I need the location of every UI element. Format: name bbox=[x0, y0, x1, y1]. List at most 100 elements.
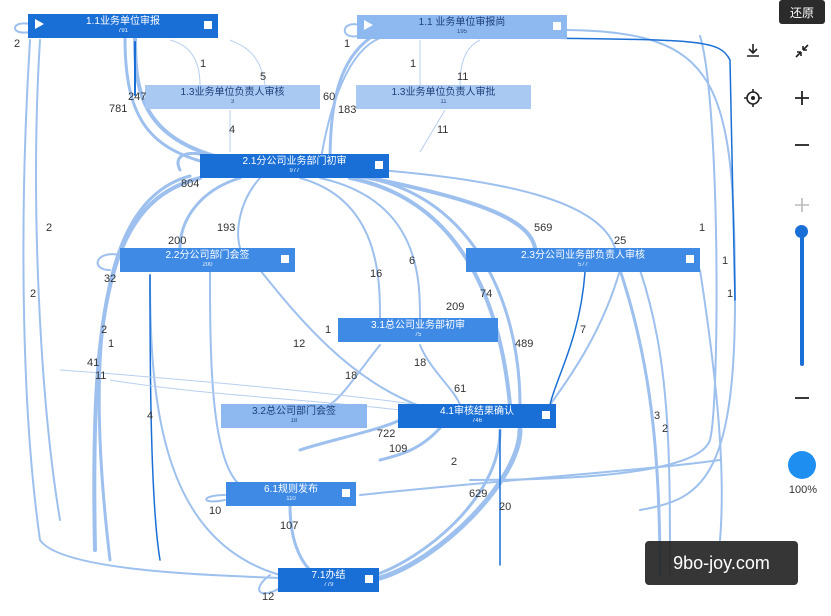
node-count: 18 bbox=[290, 418, 298, 424]
minus-icon bbox=[795, 397, 809, 399]
edge-label: 1 bbox=[410, 58, 417, 70]
node-count: 3 bbox=[230, 99, 235, 105]
locate-button[interactable] bbox=[740, 85, 766, 111]
node-6-1-rule-publish[interactable]: 6.1规则发布 110 bbox=[226, 482, 356, 506]
node-3-1-hq-initial-review[interactable]: 3.1总公司业务部初审 75 bbox=[338, 318, 498, 342]
edge-label: 20 bbox=[499, 501, 512, 513]
edge-label: 247 bbox=[128, 91, 147, 103]
node-label: 2.1分公司业务部门初审 bbox=[242, 156, 347, 167]
edge-label: 107 bbox=[280, 520, 299, 532]
slider-zoom-in-button[interactable] bbox=[789, 192, 815, 218]
node-label: 1.3业务单位负责人审核 bbox=[180, 87, 285, 98]
edge-label: 16 bbox=[370, 268, 383, 280]
edge-label: 2 bbox=[30, 288, 37, 300]
edge-label: 3 bbox=[654, 410, 661, 422]
edge-label: 489 bbox=[515, 338, 534, 350]
node-1-3-unit-head-approve[interactable]: 1.3业务单位负责人审批 11 bbox=[356, 85, 531, 109]
watermark: 9bo-joy.com bbox=[645, 541, 798, 585]
node-2-1-branch-initial-review[interactable]: 2.1分公司业务部门初审 977 bbox=[200, 154, 389, 178]
node-label: 1.3业务单位负责人审批 bbox=[391, 87, 496, 98]
node-square-icon bbox=[375, 161, 383, 169]
node-count: 75 bbox=[414, 332, 422, 338]
edge-label: 804 bbox=[181, 178, 200, 190]
node-1-1-business-report[interactable]: 1.1业务单位审报 791 bbox=[28, 14, 218, 38]
edge-label: 1 bbox=[727, 288, 734, 300]
start-icon bbox=[364, 20, 373, 30]
edge-label: 60 bbox=[323, 91, 336, 103]
edge-label: 11 bbox=[95, 370, 107, 382]
zoom-slider-track[interactable] bbox=[800, 230, 804, 366]
edge-label: 4 bbox=[147, 410, 154, 422]
edge-label: 74 bbox=[480, 288, 493, 300]
node-3-2-hq-countersign[interactable]: 3.2总公司部门会签 18 bbox=[221, 404, 367, 428]
node-count: 977 bbox=[289, 168, 300, 174]
edge-label: 6 bbox=[409, 255, 416, 267]
node-label: 3.2总公司部门会签 bbox=[252, 406, 336, 417]
node-square-icon bbox=[342, 489, 350, 497]
edge-label: 1 bbox=[344, 38, 351, 50]
node-label: 7.1办结 bbox=[311, 570, 346, 581]
edge-label: 1 bbox=[699, 222, 706, 234]
node-count: 779 bbox=[323, 582, 334, 588]
zoom-in-button[interactable] bbox=[789, 85, 815, 111]
node-1-3-unit-head-review[interactable]: 1.3业务单位负责人审核 3 bbox=[145, 85, 320, 109]
node-square-icon bbox=[553, 22, 561, 30]
edge-label: 18 bbox=[414, 357, 427, 369]
edge-label: 569 bbox=[534, 222, 553, 234]
node-square-icon bbox=[542, 411, 550, 419]
edge-label: 61 bbox=[454, 383, 467, 395]
node-square-icon bbox=[365, 575, 373, 583]
node-count: 746 bbox=[471, 418, 482, 424]
edge-label: 1 bbox=[325, 324, 332, 336]
edge-label: 722 bbox=[377, 428, 396, 440]
node-count: 791 bbox=[117, 28, 128, 34]
zoom-out-button[interactable] bbox=[789, 132, 815, 158]
edge-label: 1 bbox=[200, 58, 207, 70]
edge-label: 109 bbox=[389, 443, 408, 455]
restore-tooltip: 还原 bbox=[779, 0, 825, 24]
edge-label: 2 bbox=[14, 38, 21, 50]
node-label: 6.1规则发布 bbox=[264, 484, 318, 495]
node-2-3-branch-head-review[interactable]: 2.3分公司业务部负责人审核 577 bbox=[466, 248, 700, 272]
minus-icon bbox=[795, 144, 809, 146]
restore-button[interactable] bbox=[789, 38, 815, 64]
node-label: 1.1 业务单位审报尚 bbox=[418, 17, 506, 28]
collapse-icon bbox=[795, 44, 809, 58]
node-7-1-completed[interactable]: 7.1办结 779 bbox=[278, 568, 379, 592]
edge-label: 781 bbox=[109, 103, 128, 115]
edge-label: 18 bbox=[345, 370, 358, 382]
node-count: 200 bbox=[202, 262, 213, 268]
node-2-2-branch-countersign[interactable]: 2.2分公司部门会签 200 bbox=[120, 248, 295, 272]
edge-label: 41 bbox=[87, 357, 100, 369]
edge-label: 200 bbox=[168, 235, 187, 247]
zoom-percent: 100% bbox=[788, 484, 818, 496]
edge-label: 5 bbox=[260, 71, 267, 83]
node-label: 1.1业务单位审报 bbox=[86, 16, 160, 27]
edge-label: 11 bbox=[457, 71, 469, 83]
download-button[interactable] bbox=[740, 38, 766, 64]
zoom-slider-handle[interactable] bbox=[795, 225, 808, 238]
node-label: 3.1总公司业务部初审 bbox=[371, 320, 465, 331]
zoom-indicator[interactable] bbox=[788, 451, 816, 479]
edge-label: 2 bbox=[46, 222, 53, 234]
start-icon bbox=[35, 19, 44, 29]
download-icon bbox=[747, 44, 759, 57]
edge-label: 12 bbox=[293, 338, 306, 350]
node-label: 4.1审核结果确认 bbox=[440, 406, 514, 417]
node-square-icon bbox=[204, 21, 212, 29]
edge-label: 32 bbox=[104, 273, 117, 285]
edge-label: 2 bbox=[451, 456, 458, 468]
edge-label: 25 bbox=[614, 235, 627, 247]
slider-zoom-out-button[interactable] bbox=[789, 385, 815, 411]
node-4-1-result-confirm[interactable]: 4.1审核结果确认 746 bbox=[398, 404, 556, 428]
node-1-1-business-report-pending[interactable]: 1.1 业务单位审报尚 195 bbox=[357, 15, 567, 39]
node-square-icon bbox=[686, 255, 694, 263]
edge-label: 7 bbox=[580, 324, 587, 336]
crosshair-icon bbox=[744, 89, 762, 107]
node-count: 11 bbox=[440, 99, 447, 105]
edge-label: 2 bbox=[662, 423, 669, 435]
edge-label: 10 bbox=[209, 505, 222, 517]
edge-label: 629 bbox=[469, 488, 488, 500]
edge-label: 2 bbox=[101, 324, 108, 336]
